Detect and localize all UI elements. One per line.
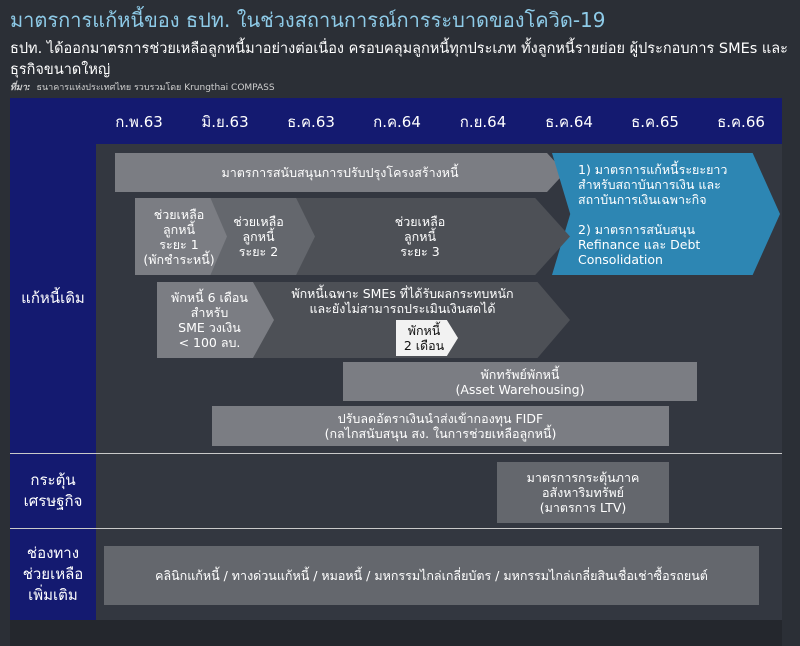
row-label-text: กระตุ้น เศรษฐกิจ <box>23 471 83 510</box>
row-label-text: แก้หนี้เดิม <box>21 289 85 307</box>
page-subtitle: ธปท. ได้ออกมาตรการช่วยเหลือลูกหนี้มาอย่า… <box>10 41 788 78</box>
row-divider <box>10 528 782 529</box>
measure-channels-text: คลินิกแก้หนี้ / ทางด่วนแก้หนี้ / หมอหนี้… <box>155 568 708 583</box>
page-title: มาตรการแก้หนี้ของ ธปท. ในช่วงสถานการณ์กา… <box>10 8 606 32</box>
measure-asset-warehousing-text: พักทรัพย์พักหนี้ (Asset Warehousing) <box>455 366 585 397</box>
timeline-label: ธ.ค.66 <box>717 113 765 131</box>
measure-phase-1-text: ช่วยเหลือ ลูกหนี้ ระยะ 1 (พักชำระหนี้) <box>143 206 215 267</box>
measure-phase-3: ช่วยเหลือ ลูกหนี้ ระยะ 3 <box>280 198 570 275</box>
measure-fidf-text: ปรับลดอัตราเงินนำส่งเข้ากองทุน FIDF (กลไ… <box>324 411 557 441</box>
row-divider <box>10 453 782 454</box>
timeline-label: ธ.ค.65 <box>631 113 679 131</box>
measure-ltv: มาตรการกระตุ้นภาค อสังหาริมทรัพย์ (มาตรก… <box>497 462 669 523</box>
measure-phase-1: ช่วยเหลือ ลูกหนี้ ระยะ 1 (พักชำระหนี้) <box>135 198 227 275</box>
measure-pause-2-month: พักหนี้ 2 เดือน <box>396 320 458 356</box>
source-label: ที่มา: <box>10 83 31 93</box>
source-note: ที่มา: ธนาคารแห่งประเทศไทย รวบรวมโดย Krun… <box>10 80 275 94</box>
measure-asset-warehousing: พักทรัพย์พักหนี้ (Asset Warehousing) <box>343 362 697 401</box>
measure-restructure-text: มาตรการสนับสนุนการปรับปรุงโครงสร้างหนี้ <box>221 165 459 180</box>
measure-sme-affected-text: พักหนี้เฉพาะ SMEs ที่ได้รับผลกระทบหนัก แ… <box>291 286 514 316</box>
measure-sme-6-month-text: พักหนี้ 6 เดือน สำหรับ SME วงเงิน < 100 … <box>171 290 248 350</box>
measure-longterm: 1) มาตรการแก้หนี้ระยะยาว สำหรับสถาบันการ… <box>552 153 780 275</box>
row-label-channels: ช่องทาง ช่วยเหลือ เพิ่มเติม <box>10 529 96 620</box>
timeline-label: ธ.ค.63 <box>287 113 335 131</box>
timeline-label: ธ.ค.64 <box>545 113 593 131</box>
footer-band <box>10 620 782 646</box>
measure-phase-2-text: ช่วยเหลือ ลูกหนี้ ระยะ 2 <box>233 214 284 259</box>
measure-restructure: มาตรการสนับสนุนการปรับปรุงโครงสร้างหนี้ <box>115 153 565 192</box>
measure-phase-2: ช่วยเหลือ ลูกหนี้ ระยะ 2 <box>210 198 315 275</box>
timeline-header <box>10 98 782 144</box>
row-label-text: ช่องทาง ช่วยเหลือ เพิ่มเติม <box>22 544 84 604</box>
measure-fidf: ปรับลดอัตราเงินนำส่งเข้ากองทุน FIDF (กลไ… <box>212 406 669 446</box>
measure-ltv-text: มาตรการกระตุ้นภาค อสังหาริมทรัพย์ (มาตรก… <box>526 470 640 515</box>
measure-sme-6-month: พักหนี้ 6 เดือน สำหรับ SME วงเงิน < 100 … <box>157 282 274 358</box>
measure-channels: คลินิกแก้หนี้ / ทางด่วนแก้หนี้ / หมอหนี้… <box>104 546 759 605</box>
timeline-label: ก.ย.64 <box>459 113 507 131</box>
measure-pause-2-month-text: พักหนี้ 2 เดือน <box>403 323 445 353</box>
measure-longterm-text: 1) มาตรการแก้หนี้ระยะยาว สำหรับสถาบันการ… <box>578 161 728 267</box>
timeline-label: ก.พ.63 <box>115 113 163 131</box>
measure-phase-3-text: ช่วยเหลือ ลูกหนี้ ระยะ 3 <box>394 214 446 259</box>
row-label-stimulus: กระตุ้น เศรษฐกิจ <box>10 454 96 528</box>
timeline-label: มิ.ย.63 <box>201 113 249 131</box>
row-label-debt: แก้หนี้เดิม <box>10 144 96 453</box>
timeline-label: ก.ค.64 <box>373 113 421 131</box>
source-text: ธนาคารแห่งประเทศไทย รวบรวมโดย Krungthai … <box>36 83 275 93</box>
